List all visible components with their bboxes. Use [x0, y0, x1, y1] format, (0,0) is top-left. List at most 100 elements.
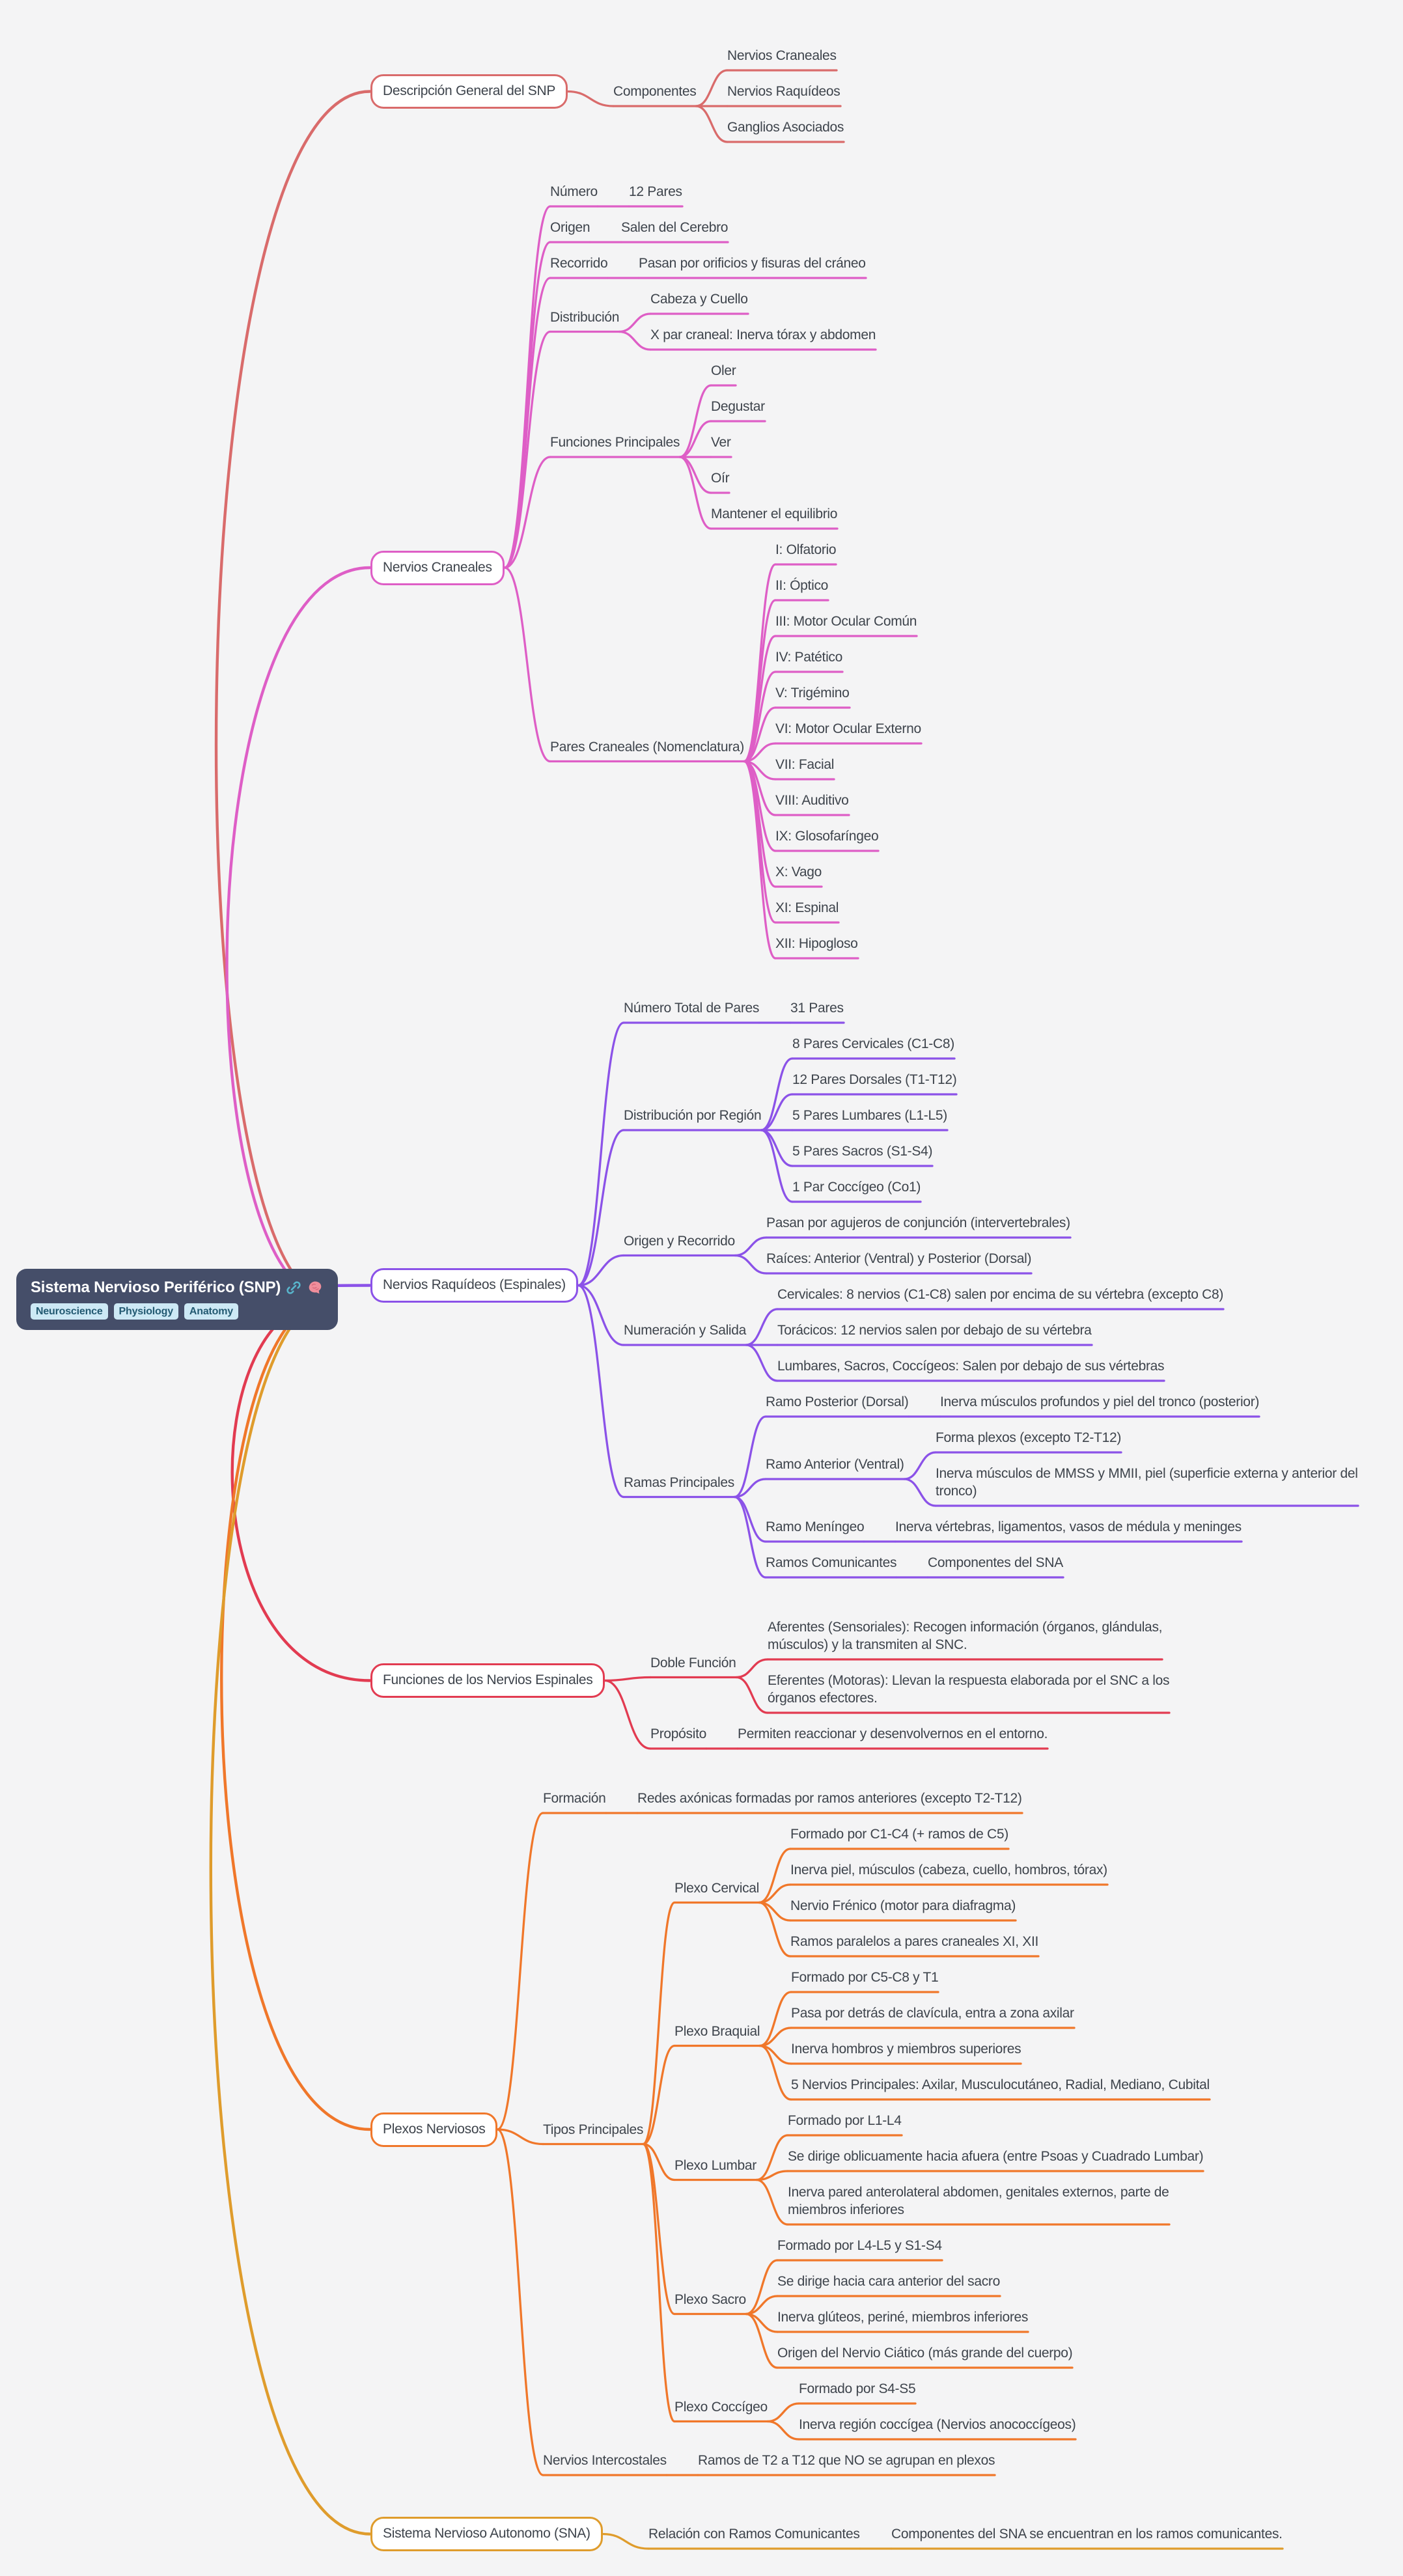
- tag-chip[interactable]: Anatomy: [184, 1303, 238, 1320]
- topic-label[interactable]: Propósito: [650, 1726, 707, 1741]
- branch-node[interactable]: Descripción General del SNP: [370, 74, 568, 109]
- leaf-label[interactable]: Formado por S4-S5: [799, 2381, 916, 2396]
- branch-node[interactable]: Nervios Raquídeos (Espinales): [370, 1268, 578, 1303]
- topic-label[interactable]: Número: [550, 184, 598, 199]
- leaf-label[interactable]: IV: Patético: [775, 650, 843, 665]
- branch-node[interactable]: Plexos Nerviosos: [370, 2112, 498, 2147]
- topic-label[interactable]: Plexo Coccígeo: [674, 2399, 768, 2415]
- leaf-label[interactable]: 8 Pares Cervicales (C1-C8): [792, 1036, 954, 1051]
- leaf-label[interactable]: Formado por L1-L4: [788, 2113, 902, 2128]
- leaf-label[interactable]: 5 Nervios Principales: Axilar, Musculocu…: [791, 2077, 1210, 2092]
- topic-label[interactable]: Número Total de Pares: [624, 1001, 760, 1016]
- topic-label[interactable]: Pares Craneales (Nomenclatura): [550, 739, 744, 755]
- leaf-label[interactable]: Inerva músculos profundos y piel del tro…: [940, 1394, 1260, 1409]
- topic-label[interactable]: Formación: [543, 1791, 606, 1806]
- leaf-label[interactable]: Cabeza y Cuello: [650, 292, 748, 307]
- topic-label[interactable]: Ramo Anterior (Ventral): [766, 1457, 904, 1472]
- topic-label[interactable]: Plexo Lumbar: [674, 2157, 757, 2173]
- leaf-label[interactable]: Nervios Craneales: [727, 48, 837, 63]
- leaf-label[interactable]: Formado por L4-L5 y S1-S4: [777, 2238, 942, 2253]
- leaf-label[interactable]: I: Olfatorio: [775, 542, 837, 557]
- leaf-label[interactable]: Inerva glúteos, periné, miembros inferio…: [777, 2310, 1029, 2325]
- leaf-label[interactable]: Origen del Nervio Ciático (más grande de…: [777, 2346, 1073, 2361]
- leaf-label[interactable]: Cervicales: 8 nervios (C1-C8) salen por …: [777, 1287, 1224, 1302]
- branch-node[interactable]: Sistema Nervioso Autonomo (SNA): [370, 2517, 603, 2551]
- leaf-label[interactable]: 12 Pares: [629, 184, 682, 199]
- leaf-label[interactable]: V: Trigémino: [775, 686, 850, 700]
- leaf-label[interactable]: Salen del Cerebro: [621, 220, 729, 235]
- topic-label[interactable]: Componentes: [613, 84, 697, 99]
- leaf-label[interactable]: Inerva hombros y miembros superiores: [791, 2042, 1021, 2057]
- leaf-label[interactable]: Inerva vértebras, ligamentos, vasos de m…: [895, 1519, 1242, 1534]
- leaf-label[interactable]: 5 Pares Sacros (S1-S4): [792, 1144, 933, 1159]
- leaf-label[interactable]: Raíces: Anterior (Ventral) y Posterior (…: [766, 1251, 1032, 1266]
- leaf-label[interactable]: Ramos paralelos a pares craneales XI, XI…: [790, 1934, 1039, 1949]
- leaf-label[interactable]: Ganglios Asociados: [727, 120, 844, 135]
- topic-label[interactable]: Relación con Ramos Comunicantes: [648, 2527, 860, 2541]
- leaf-label[interactable]: Nervio Frénico (motor para diafragma): [790, 1898, 1016, 1913]
- topic-label[interactable]: Recorrido: [550, 256, 608, 271]
- leaf-label[interactable]: Pasa por detrás de clavícula, entra a zo…: [791, 2006, 1074, 2021]
- topic-label[interactable]: Distribución: [550, 309, 620, 325]
- leaf-label[interactable]: Ver: [711, 435, 731, 450]
- topic-label[interactable]: Ramos Comunicantes: [766, 1555, 897, 1570]
- branch-node[interactable]: Funciones de los Nervios Espinales: [370, 1663, 605, 1698]
- leaf-label[interactable]: Se dirige oblicuamente hacia afuera (ent…: [788, 2149, 1204, 2164]
- leaf-label[interactable]: Ramos de T2 a T12 que NO se agrupan en p…: [698, 2453, 995, 2468]
- topic-label[interactable]: Ramo Meníngeo: [766, 1519, 865, 1534]
- topic-label[interactable]: Ramas Principales: [624, 1475, 734, 1490]
- leaf-label[interactable]: VII: Facial: [775, 757, 835, 772]
- leaf-label[interactable]: Degustar: [711, 399, 765, 414]
- branch-node[interactable]: Nervios Craneales: [370, 550, 505, 585]
- leaf-label[interactable]: 5 Pares Lumbares (L1-L5): [792, 1108, 947, 1123]
- leaf-label[interactable]: 31 Pares: [790, 1001, 844, 1016]
- leaf-label[interactable]: Eferentes (Motoras): Llevan la respuesta…: [768, 1673, 1170, 1706]
- topic-label[interactable]: Plexo Cervical: [674, 1880, 760, 1896]
- leaf-label[interactable]: III: Motor Ocular Común: [775, 614, 917, 629]
- leaf-label[interactable]: Aferentes (Sensoriales): Recogen informa…: [768, 1620, 1163, 1652]
- leaf-label[interactable]: Lumbares, Sacros, Coccígeos: Salen por d…: [777, 1359, 1165, 1374]
- leaf-label[interactable]: IX: Glosofaríngeo: [775, 829, 879, 844]
- leaf-label[interactable]: Mantener el equilibrio: [711, 506, 838, 521]
- topic-label[interactable]: Distribución por Región: [624, 1108, 762, 1123]
- leaf-label[interactable]: Inerva piel, músculos (cabeza, cuello, h…: [790, 1863, 1107, 1877]
- leaf-label[interactable]: Oír: [711, 471, 730, 486]
- tag-chip[interactable]: Physiology: [113, 1303, 178, 1320]
- topic-label[interactable]: Numeración y Salida: [624, 1323, 747, 1338]
- leaf-label[interactable]: Formado por C1-C4 (+ ramos de C5): [790, 1827, 1008, 1842]
- root-node[interactable]: Sistema Nervioso Periférico (SNP)Neurosc…: [16, 1269, 339, 1330]
- leaf-label[interactable]: VIII: Auditivo: [775, 793, 849, 808]
- leaf-label[interactable]: X: Vago: [775, 865, 822, 879]
- leaf-label[interactable]: Permiten reaccionar y desenvolvernos en …: [738, 1726, 1048, 1741]
- leaf-label[interactable]: 12 Pares Dorsales (T1-T12): [792, 1072, 957, 1087]
- leaf-label[interactable]: X par craneal: Inerva tórax y abdomen: [650, 327, 876, 342]
- leaf-label[interactable]: Forma plexos (excepto T2-T12): [936, 1430, 1122, 1445]
- topic-label[interactable]: Tipos Principales: [543, 2122, 644, 2137]
- leaf-label[interactable]: VI: Motor Ocular Externo: [775, 721, 921, 736]
- leaf-label[interactable]: Pasan por orificios y fisuras del cráneo: [639, 256, 866, 271]
- topic-label[interactable]: Funciones Principales: [550, 435, 680, 450]
- leaf-label[interactable]: Nervios Raquídeos: [727, 84, 840, 99]
- topic-label[interactable]: Nervios Intercostales: [543, 2453, 667, 2468]
- leaf-label[interactable]: Se dirige hacia cara anterior del sacro: [777, 2274, 1000, 2289]
- leaf-label[interactable]: XI: Espinal: [775, 900, 839, 915]
- leaf-label[interactable]: XII: Hipogloso: [775, 936, 858, 951]
- leaf-label[interactable]: Oler: [711, 363, 736, 378]
- leaf-label[interactable]: Formado por C5-C8 y T1: [791, 1970, 939, 1985]
- leaf-label[interactable]: Componentes del SNA se encuentran en los…: [891, 2527, 1283, 2541]
- leaf-label[interactable]: Redes axónicas formadas por ramos anteri…: [637, 1791, 1022, 1806]
- leaf-label[interactable]: Inerva músculos de MMSS y MMII, piel (su…: [936, 1466, 1358, 1499]
- topic-label[interactable]: Plexo Braquial: [674, 2023, 760, 2039]
- topic-label[interactable]: Origen: [550, 220, 590, 235]
- leaf-label[interactable]: Inerva región coccígea (Nervios anococcí…: [799, 2417, 1076, 2432]
- tag-chip[interactable]: Neuroscience: [31, 1303, 108, 1320]
- topic-label[interactable]: Origen y Recorrido: [624, 1233, 735, 1249]
- leaf-label[interactable]: Torácicos: 12 nervios salen por debajo d…: [777, 1323, 1092, 1338]
- leaf-label[interactable]: II: Óptico: [775, 578, 829, 593]
- topic-label[interactable]: Plexo Sacro: [674, 2292, 746, 2307]
- topic-label[interactable]: Ramo Posterior (Dorsal): [766, 1394, 909, 1409]
- leaf-label[interactable]: 1 Par Coccígeo (Co1): [792, 1180, 921, 1195]
- leaf-label[interactable]: Componentes del SNA: [928, 1555, 1063, 1570]
- leaf-label[interactable]: Inerva pared anterolateral abdomen, geni…: [788, 2185, 1169, 2217]
